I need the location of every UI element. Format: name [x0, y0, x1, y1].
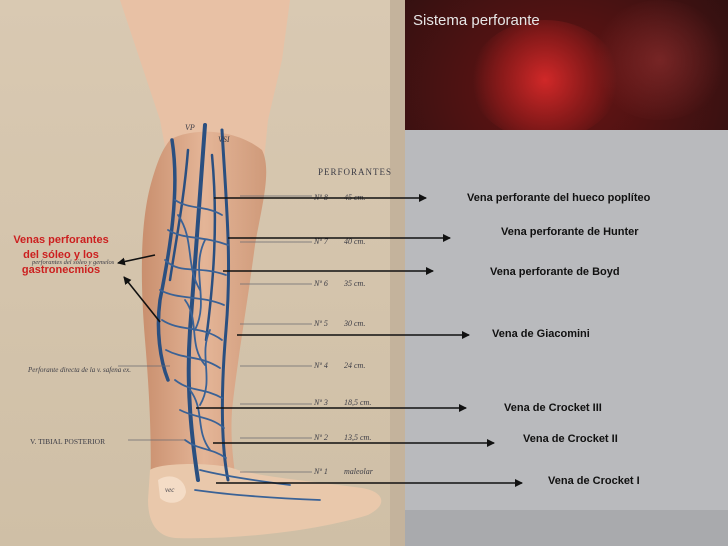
atlas-row-num: Nº 2 [313, 433, 328, 442]
left-vein-label: Venas perforantes del sóleo y los gastro… [13, 234, 109, 276]
vein-label-5: Vena de Crocket III [504, 402, 602, 414]
atlas-header: PERFORANTES [318, 167, 392, 177]
vein-label-2: Vena perforante de Hunter [501, 226, 639, 238]
atlas-row-dist: 24 cm. [344, 361, 365, 370]
vein-label-6: Vena de Crocket II [523, 433, 618, 445]
vein-label-1: Vena perforante del hueco poplíteo [467, 192, 651, 204]
slide-title: Sistema perforante [413, 12, 540, 29]
atlas-row-num: Nº 7 [313, 237, 329, 246]
atlas-row-num: Nº 4 [313, 361, 328, 370]
vein-label-3: Vena perforante de Boyd [490, 266, 620, 278]
atlas-note-3: V. TIBIAL POSTERIOR [30, 437, 105, 446]
atlas-row-dist: 30 cm. [343, 319, 365, 328]
atlas-note-1: perforantes del sóleo y gemelos [31, 259, 115, 266]
atlas-note-2: Perforante directa de la v. safena ex. [27, 366, 131, 374]
atlas-row-num: Nº 5 [313, 319, 328, 328]
atlas-row-dist: 13,5 cm. [344, 433, 371, 442]
atlas-row-dist: 35 cm. [343, 279, 365, 288]
atlas-row-num: Nº 3 [313, 398, 328, 407]
atlas-row-num: Nº 6 [313, 279, 328, 288]
atlas-vsi: VSI [218, 135, 230, 144]
vein-label-4: Vena de Giacomini [492, 328, 590, 340]
atlas-row-dist: 40 cm. [344, 237, 365, 246]
label-panel [405, 130, 728, 510]
atlas-vp: VP [185, 123, 195, 132]
atlas-row-dist: 18,5 cm. [344, 398, 371, 407]
red-glow [470, 20, 620, 140]
arrow-left-2 [123, 276, 161, 323]
arrow-left-1 [117, 254, 156, 266]
atlas-row-num: Nº 1 [313, 467, 328, 476]
anatomy-photo: VP VSI PERFORANTES perforantes del sóleo… [0, 0, 405, 546]
atlas-row-dist: maleolar [344, 467, 374, 476]
vein-label-7: Vena de Crocket I [548, 475, 640, 487]
label-panel-lower [405, 510, 728, 546]
atlas-vec: vec [165, 486, 175, 494]
soft-glow [590, 0, 728, 120]
